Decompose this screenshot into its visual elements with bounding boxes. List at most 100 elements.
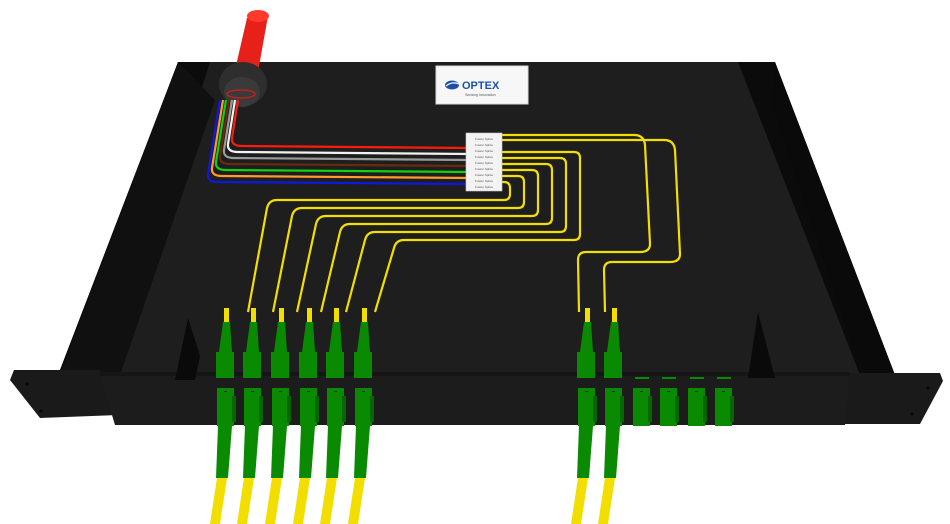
connector-boot	[219, 322, 232, 352]
connector-body	[299, 352, 317, 378]
connector-boot	[302, 322, 315, 352]
adapter-port	[633, 388, 650, 426]
front-panel	[100, 375, 850, 425]
splice-label-line: Fusion Splice	[475, 137, 493, 141]
outer-fiber	[320, 478, 337, 524]
adapter-latch	[287, 396, 291, 422]
splice-label-line: Fusion Splice	[475, 149, 493, 153]
outer-connector-boot	[577, 426, 593, 478]
port-right-1[interactable]	[571, 308, 597, 524]
adapter-latch	[232, 396, 236, 422]
splice-label-line: Fusion Splice	[475, 155, 493, 159]
adapter-port	[244, 388, 261, 426]
right-inner-bracket	[748, 312, 775, 378]
fiber-boot	[612, 308, 617, 322]
adapter-port	[327, 388, 344, 426]
connector-body	[216, 352, 234, 378]
adapter-key	[640, 391, 643, 392]
port-left-1[interactable]	[210, 308, 236, 524]
outer-connector-boot	[271, 426, 287, 478]
splice-label-line: Fusion Splice	[475, 161, 493, 165]
yellow-fiber-left-5	[344, 156, 568, 313]
gland-ring	[226, 89, 256, 99]
yellow-fiber-routing	[246, 133, 682, 313]
gland-body	[224, 77, 260, 107]
fiber-boot	[585, 308, 590, 322]
adapter-key	[279, 391, 282, 392]
yellow-fiber-left-3	[295, 168, 540, 313]
outer-connector-boot	[604, 426, 620, 478]
connector-boot	[329, 322, 342, 352]
port-right-3[interactable]	[633, 377, 652, 426]
connector-body	[243, 352, 261, 378]
tray-right-wall-inner	[773, 62, 895, 375]
tray-floor	[70, 62, 880, 375]
port-left-4[interactable]	[293, 308, 319, 524]
splice-label-line: Fusion Splice	[475, 173, 493, 177]
outer-fiber	[598, 478, 615, 524]
adapter-latch	[648, 396, 652, 422]
connector-boot	[357, 322, 370, 352]
dust-cap-edge	[662, 377, 676, 379]
adapter-latch	[730, 396, 734, 422]
adapter-latch	[593, 396, 597, 422]
left-flange-screw	[25, 382, 29, 386]
brand-tagline: Sensing Innovation	[465, 93, 496, 97]
connector-array	[210, 308, 734, 524]
colored-fiber-orange	[210, 99, 471, 180]
dust-cap-edge	[717, 377, 731, 379]
port-left-5[interactable]	[320, 308, 346, 524]
adapter-port	[578, 388, 595, 426]
outer-connector-boot	[243, 426, 259, 478]
fiber-boot	[362, 308, 367, 322]
port-left-3[interactable]	[265, 308, 291, 524]
colored-fiber-grey	[222, 99, 471, 162]
adapter-latch	[315, 396, 319, 422]
outer-connector-boot	[326, 426, 342, 478]
left-inner-bracket	[175, 318, 200, 380]
colored-fiber-blue	[206, 99, 471, 186]
adapter-port	[355, 388, 372, 426]
optex-logo-plate: OPTEX Sensing Innovation	[435, 65, 529, 105]
left-flange-screw	[39, 409, 43, 413]
adapter-port	[688, 388, 705, 426]
colored-fiber-white	[226, 99, 471, 156]
port-left-2[interactable]	[237, 308, 263, 524]
adapter-port	[605, 388, 622, 426]
adapter-latch	[259, 396, 263, 422]
right-flange-screw	[910, 412, 914, 416]
connector-boot	[274, 322, 287, 352]
outer-fiber	[348, 478, 365, 524]
port-right-2[interactable]	[598, 308, 624, 524]
port-right-4[interactable]	[660, 377, 679, 426]
brand-name: OPTEX	[462, 80, 500, 92]
adapter-key	[585, 391, 588, 392]
colored-fiber-brown	[218, 99, 471, 168]
adapter-latch	[675, 396, 679, 422]
outer-connector-boot	[354, 426, 370, 478]
colored-fiber-green	[214, 99, 471, 174]
port-right-6[interactable]	[715, 377, 734, 426]
splice-label-line: Fusion Splice	[475, 179, 493, 183]
connector-body	[326, 352, 344, 378]
adapter-port	[272, 388, 289, 426]
adapter-latch	[703, 396, 707, 422]
port-right-5[interactable]	[688, 377, 707, 426]
splice-label-line: Fusion Splice	[475, 167, 493, 171]
adapter-latch	[370, 396, 374, 422]
adapter-key	[695, 391, 698, 392]
outer-fiber	[571, 478, 588, 524]
connector-body	[271, 352, 289, 378]
port-left-6[interactable]	[348, 308, 374, 524]
left-mounting-flange	[10, 370, 118, 418]
adapter-port	[217, 388, 234, 426]
adapter-key	[722, 391, 725, 392]
connector-body	[604, 352, 622, 378]
right-flange-screw	[926, 386, 930, 390]
red-cable-jacket	[235, 16, 268, 72]
adapter-latch	[620, 396, 624, 422]
outer-connector-boot	[216, 426, 232, 478]
adapter-port	[300, 388, 317, 426]
colored-fiber-red	[230, 99, 471, 150]
